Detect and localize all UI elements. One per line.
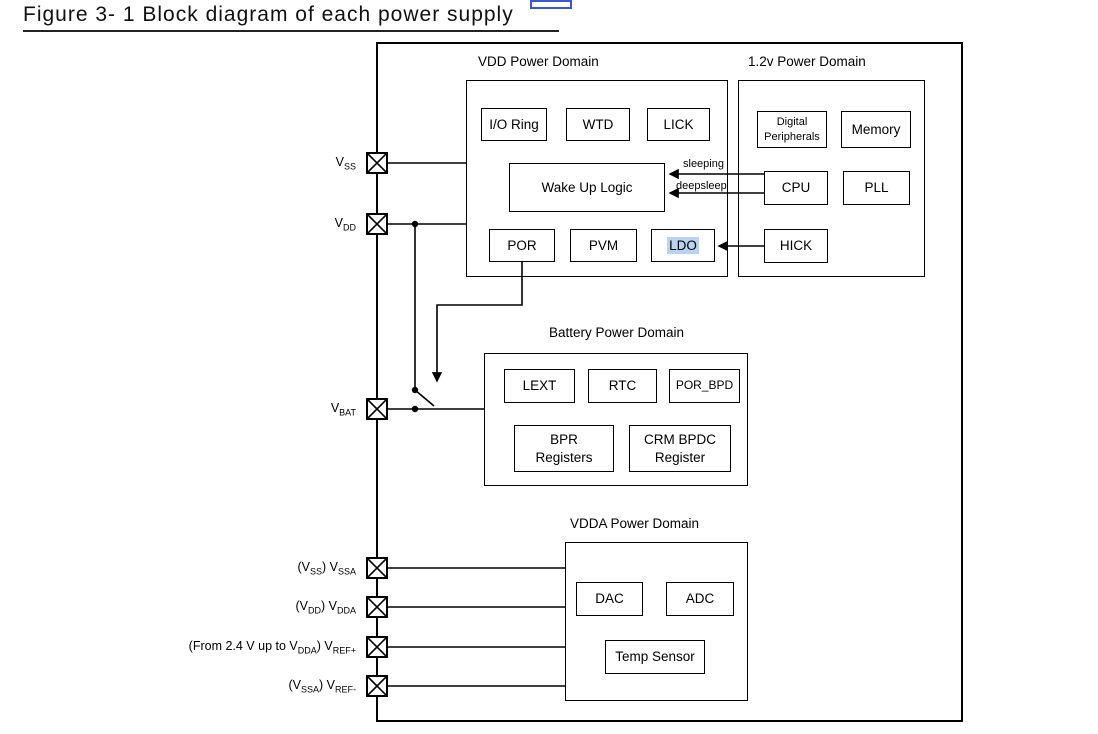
pin-vref-minus-icon bbox=[366, 675, 388, 697]
block-wake-up-logic: Wake Up Logic bbox=[509, 163, 665, 212]
pin-label-vref-minus: (VSSA) VREF- bbox=[288, 678, 357, 695]
pin-vbat-icon bbox=[366, 398, 388, 420]
block-dac: DAC bbox=[576, 582, 643, 616]
sleeping-label: sleeping bbox=[683, 158, 724, 170]
core12-domain-box bbox=[738, 80, 925, 277]
block-lick: LICK bbox=[647, 108, 710, 141]
block-ldo-label: LDO bbox=[667, 236, 699, 255]
block-pll: PLL bbox=[843, 171, 910, 205]
block-digital-peripherals: Digital Peripherals bbox=[757, 111, 827, 148]
block-io-ring: I/O Ring bbox=[481, 108, 547, 141]
vdda-domain-box bbox=[565, 542, 748, 701]
block-crm-bpdc-register: CRM BPDC Register bbox=[629, 425, 731, 472]
figure-title: Figure 3- 1 Block diagram of each power … bbox=[23, 3, 559, 32]
block-adc: ADC bbox=[666, 582, 734, 616]
block-bpr-registers: BPR Registers bbox=[514, 425, 614, 472]
vdd-domain-label: VDD Power Domain bbox=[478, 54, 599, 69]
block-wtd: WTD bbox=[566, 108, 630, 141]
battery-domain-label: Battery Power Domain bbox=[549, 325, 685, 340]
block-temp-sensor: Temp Sensor bbox=[605, 640, 705, 674]
pin-label-vref-plus: (From 2.4 V up to VDDA) VREF+ bbox=[188, 639, 356, 656]
block-memory: Memory bbox=[841, 111, 911, 148]
block-lext: LEXT bbox=[504, 369, 575, 403]
core12-domain-label: 1.2v Power Domain bbox=[748, 54, 866, 69]
block-ldo: LDO bbox=[651, 229, 715, 262]
link-annotation-box bbox=[530, 0, 572, 9]
block-por: POR bbox=[489, 229, 555, 262]
block-por-bpd: POR_BPD bbox=[669, 369, 740, 403]
pin-label-vbat: VBAT bbox=[330, 401, 356, 418]
block-pvm: PVM bbox=[570, 229, 637, 262]
pin-vref-plus-icon bbox=[366, 636, 388, 658]
block-rtc: RTC bbox=[588, 369, 657, 403]
pin-label-vdda: (VDD) VDDA bbox=[295, 599, 357, 616]
battery-domain-box bbox=[484, 353, 748, 486]
pin-vdda-icon bbox=[366, 596, 388, 618]
pin-label-vssa: (VSS) VSSA bbox=[297, 560, 356, 577]
deepsleep-label: deepsleep bbox=[676, 180, 727, 192]
pin-label-vdd: VDD bbox=[334, 216, 356, 233]
pin-vdd-icon bbox=[366, 213, 388, 235]
vdda-domain-label: VDDA Power Domain bbox=[570, 516, 700, 531]
vdd-domain-box bbox=[466, 80, 728, 277]
pin-vss-icon bbox=[366, 152, 388, 174]
block-hick: HICK bbox=[764, 229, 828, 263]
pin-vssa-icon bbox=[366, 557, 388, 579]
block-cpu: CPU bbox=[764, 171, 828, 205]
pin-label-vss: VSS bbox=[335, 155, 356, 172]
